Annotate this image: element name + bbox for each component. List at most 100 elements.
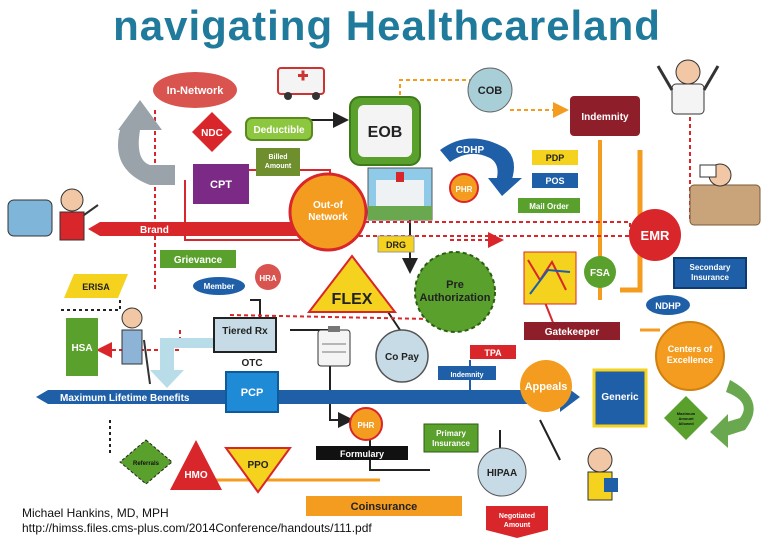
hipaa-node: HIPAA — [477, 447, 527, 497]
deductible-node: Deductible — [245, 117, 313, 141]
cpt-label: CPT — [210, 179, 232, 191]
copay-label: Co Pay — [385, 352, 419, 363]
pos-node: POS — [532, 173, 578, 188]
cdhp-label: CDHP — [456, 145, 485, 156]
erisa-node: ERISA — [64, 274, 128, 298]
hospital-image — [367, 167, 433, 221]
hipaa-label: HIPAA — [487, 468, 517, 479]
ppo-label: PPO — [247, 460, 268, 471]
indemnity-small-label: Indemnity — [450, 372, 483, 379]
hsa-node: HSA — [66, 318, 98, 376]
erisa-label: ERISA — [82, 282, 110, 292]
hmo-label: HMO — [184, 470, 208, 481]
drg-node: DRG — [377, 235, 415, 253]
formulary-node: Formulary — [316, 446, 408, 460]
mail-order-node: Mail Order — [518, 198, 580, 213]
maximum-lifetime-benefits-label: Maximum Lifetime Benefits — [60, 393, 190, 404]
hra-node: HRA — [255, 264, 281, 290]
copay-node: Co Pay — [375, 329, 429, 383]
cdhp-node: CDHP — [440, 138, 522, 196]
flex-node: FLEX — [306, 254, 398, 313]
doctor-patient-icon — [7, 188, 99, 241]
gray-down-arrow — [150, 338, 230, 388]
frustrated-person-icon — [656, 59, 720, 115]
gatekeeper-label: Gatekeeper — [545, 327, 600, 338]
patient-in-bed-icon — [689, 163, 761, 226]
tiered-rx-label: Tiered Rx — [222, 326, 268, 337]
fsa-node: FSA — [584, 256, 616, 288]
formulary-label: Formulary — [340, 449, 384, 459]
indemnity-top-node: Indemnity — [570, 96, 640, 136]
map-image — [523, 251, 577, 305]
in-network-label: In-Network — [167, 85, 225, 97]
hra-label: HRA — [259, 274, 277, 283]
coinsurance-label: Coinsurance — [351, 501, 418, 513]
in-network-node: In-Network — [153, 72, 237, 108]
curved-arrow-gray-head — [118, 100, 162, 130]
phr-mid-label: PHR — [456, 185, 473, 194]
phr-low-label: PHR — [358, 421, 375, 430]
referrals-label: Referrals — [133, 461, 160, 467]
tpa-label: TPA — [484, 348, 502, 358]
generic-node: Generic — [592, 368, 648, 428]
mail-order-label: Mail Order — [529, 202, 569, 211]
fsa-label: FSA — [590, 268, 610, 279]
ndc-node: NDC — [192, 112, 232, 152]
page-title: navigating Healthcareland — [113, 2, 661, 49]
ndhp-node: NDHP — [646, 295, 690, 315]
indemnity-top-label: Indemnity — [581, 112, 629, 123]
ndhp-label: NDHP — [655, 301, 681, 311]
green-curved-arrow — [710, 380, 754, 448]
phr-mid-node: PHR — [449, 173, 479, 203]
eob-node: EOB — [349, 96, 421, 166]
credit-url: http://himss.files.cms-plus.com/2014Conf… — [22, 521, 372, 535]
pdp-node: PDP — [532, 150, 578, 165]
tpa-node: TPA — [470, 345, 516, 359]
coinsurance-node: Coinsurance — [306, 496, 462, 516]
credit-author: Michael Hankins, MD, MPH — [22, 506, 169, 520]
member-label: Member — [204, 282, 235, 291]
cpt-node: CPT — [193, 164, 249, 204]
cob-label: COB — [478, 85, 503, 97]
ndc-label: NDC — [201, 128, 223, 139]
appeals-label: Appeals — [525, 381, 568, 393]
clipboard-icon — [317, 326, 351, 367]
ambulance-icon — [277, 67, 325, 100]
grievance-node: Grievance — [160, 250, 236, 268]
drg-label: DRG — [386, 240, 406, 250]
credit-block: Michael Hankins, MD, MPH http://himss.fi… — [22, 506, 372, 536]
phr-low-node: PHR — [349, 407, 383, 441]
pcp-label: PCP — [241, 387, 264, 399]
tiered-rx-node: Tiered Rx — [213, 317, 277, 353]
indemnity-small-node: Indemnity — [438, 366, 496, 380]
brand-label: Brand — [140, 225, 169, 236]
emr-node: EMR — [629, 209, 681, 261]
cob-node: COB — [467, 67, 513, 113]
appeals-node: Appeals — [520, 360, 572, 412]
eob-label: EOB — [368, 124, 403, 141]
deductible-label: Deductible — [253, 125, 305, 136]
hsa-label: HSA — [71, 343, 92, 354]
generic-label: Generic — [601, 392, 639, 403]
referrals-node: Referrals — [119, 439, 173, 485]
emr-label: EMR — [641, 228, 671, 243]
otc-label: OTC — [241, 358, 262, 369]
ppo-node: PPO — [224, 447, 292, 494]
grievance-label: Grievance — [174, 255, 223, 266]
curved-arrow-gray — [118, 130, 175, 185]
